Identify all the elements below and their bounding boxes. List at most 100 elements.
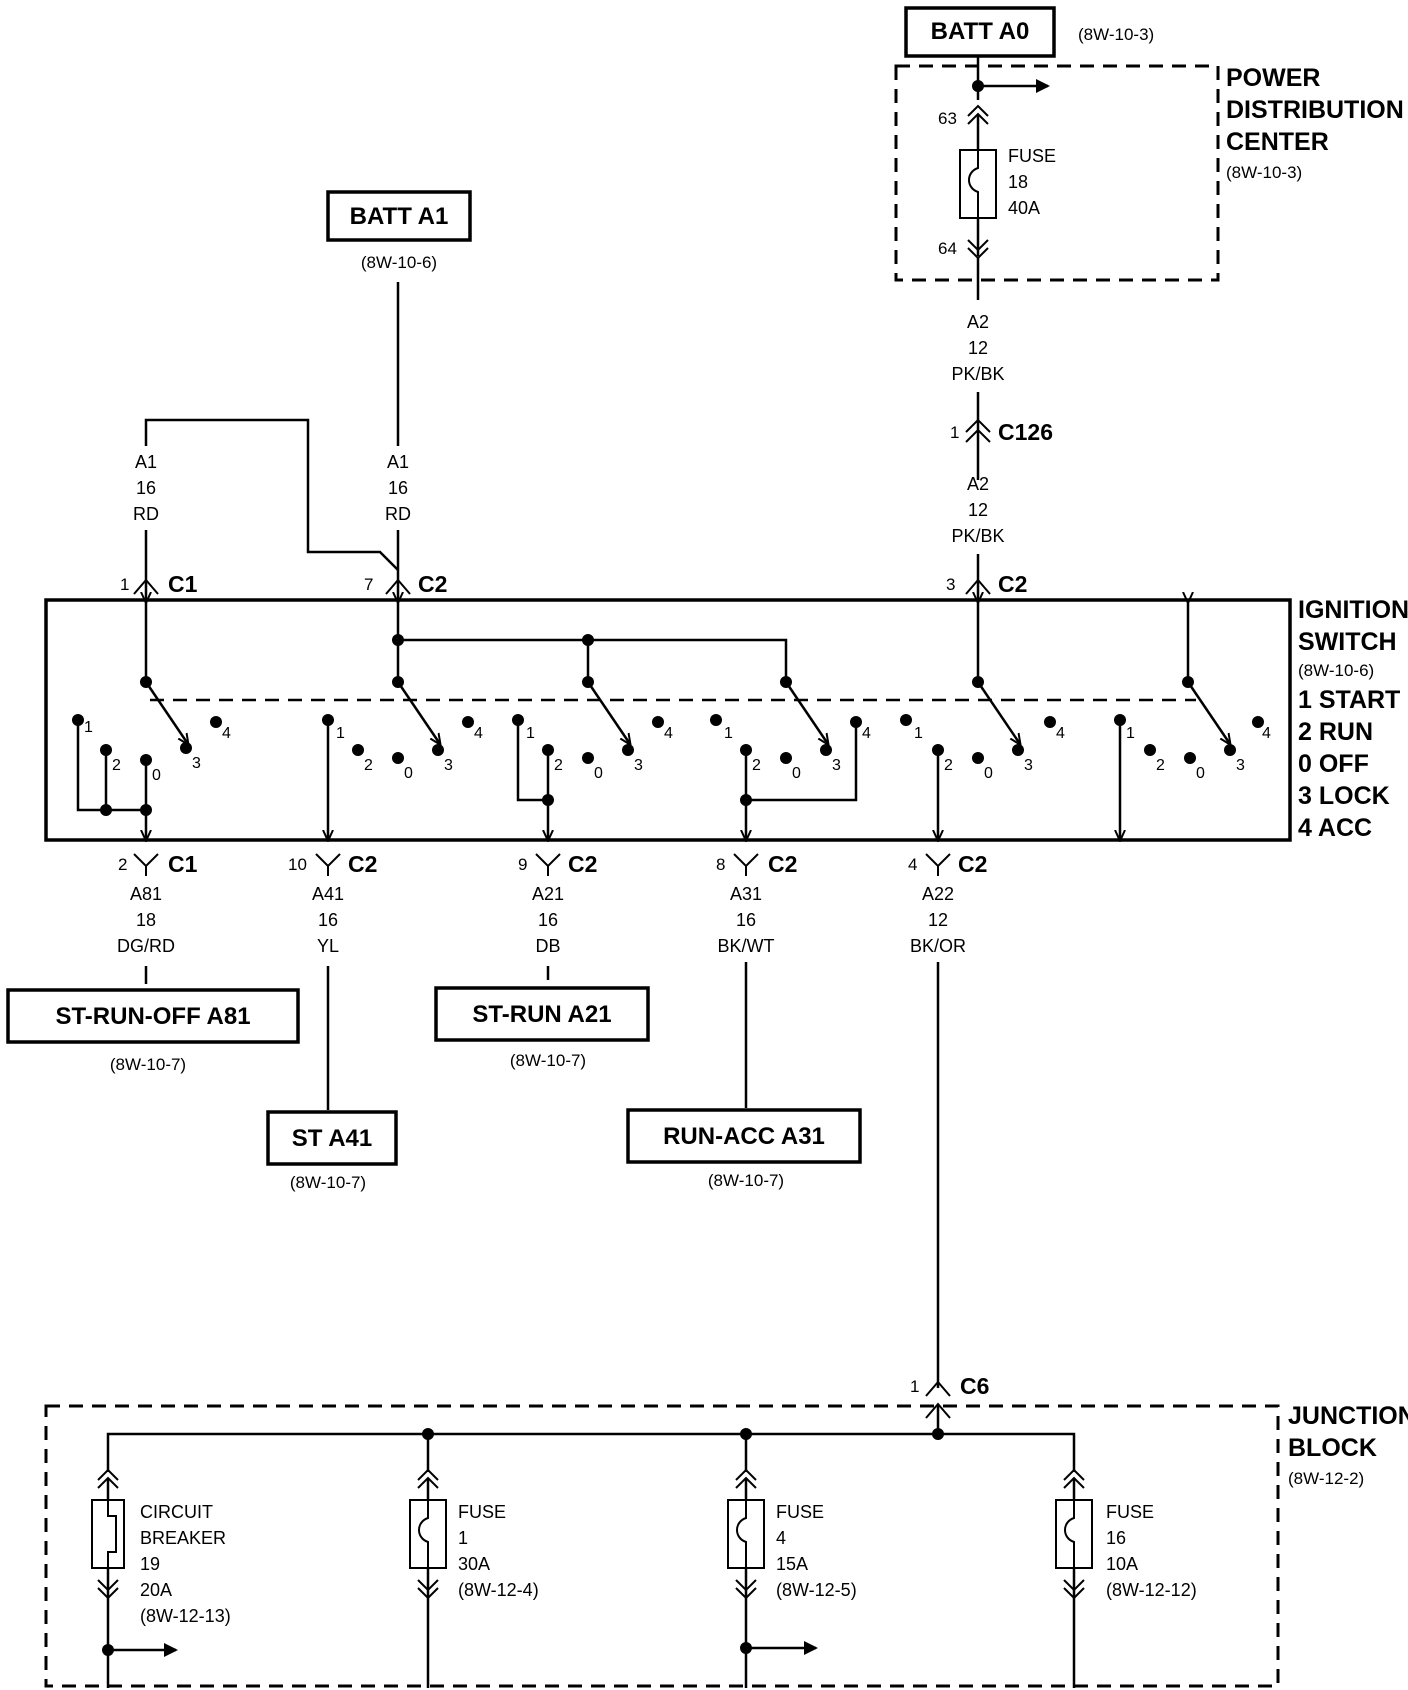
fuse-1: FUSE 1 30A (8W-12-4) — [409, 1468, 539, 1688]
svg-text:(8W-12-4): (8W-12-4) — [458, 1580, 539, 1600]
svg-text:(8W-10-7): (8W-10-7) — [110, 1055, 186, 1074]
wire-a31-label: A31 16 BK/WT — [718, 884, 775, 956]
svg-text:4: 4 — [664, 725, 673, 742]
svg-text:BLOCK: BLOCK — [1288, 1434, 1377, 1462]
svg-text:(8W-10-3): (8W-10-3) — [1078, 25, 1154, 44]
connector-bot-c2-4: 4 C2 — [908, 851, 987, 877]
svg-text:16: 16 — [318, 910, 338, 930]
svg-text:30A: 30A — [458, 1554, 490, 1574]
wire-a41-label: A41 16 YL — [312, 884, 344, 956]
svg-text:(8W-10-7): (8W-10-7) — [290, 1173, 366, 1192]
svg-text:0: 0 — [1196, 765, 1205, 782]
svg-text:C2: C2 — [768, 851, 797, 877]
junction-block: JUNCTION BLOCK (8W-12-2) — [44, 1402, 1408, 1688]
svg-text:C2: C2 — [568, 851, 597, 877]
svg-text:19: 19 — [140, 1554, 160, 1574]
connector-bot-c1-2: 2 C1 — [118, 851, 198, 877]
svg-text:0 OFF: 0 OFF — [1298, 750, 1369, 778]
svg-text:3: 3 — [634, 757, 643, 774]
svg-text:16: 16 — [538, 910, 558, 930]
svg-text:1: 1 — [1126, 725, 1135, 742]
wire-a1-left-label: A1 16 RD — [133, 452, 159, 524]
svg-text:2: 2 — [112, 757, 121, 774]
circuit-breaker-19: CIRCUIT BREAKER 19 20A (8W-12-13) — [91, 1468, 231, 1688]
svg-text:1: 1 — [336, 725, 345, 742]
svg-text:(8W-12-2): (8W-12-2) — [1288, 1469, 1364, 1488]
svg-text:C2: C2 — [958, 851, 987, 877]
switch-pole-3: 1 2 0 3 4 — [512, 676, 673, 840]
svg-text:9: 9 — [518, 855, 527, 874]
svg-text:SWITCH: SWITCH — [1298, 628, 1397, 656]
svg-text:A1: A1 — [135, 452, 157, 472]
svg-text:4: 4 — [222, 725, 231, 742]
svg-text:C2: C2 — [348, 851, 377, 877]
svg-text:YL: YL — [317, 936, 339, 956]
svg-text:(8W-10-6): (8W-10-6) — [1298, 661, 1374, 680]
svg-text:4: 4 — [1056, 725, 1065, 742]
svg-text:4: 4 — [776, 1528, 786, 1548]
connector-bot-c2-8: 8 C2 — [716, 851, 797, 877]
svg-text:12: 12 — [968, 338, 988, 358]
svg-text:ST-RUN-OFF A81: ST-RUN-OFF A81 — [55, 1003, 250, 1030]
fuse-16: FUSE 16 10A (8W-12-12) — [1055, 1468, 1197, 1688]
fuse-4: FUSE 4 15A (8W-12-5) — [727, 1468, 857, 1688]
pdc-fuse-18: 63 FUSE 18 40A 64 — [938, 56, 1056, 300]
svg-text:A41: A41 — [312, 884, 344, 904]
svg-text:12: 12 — [968, 500, 988, 520]
svg-text:1: 1 — [724, 725, 733, 742]
svg-text:C126: C126 — [998, 419, 1053, 445]
svg-text:1: 1 — [950, 423, 959, 442]
svg-text:C2: C2 — [418, 571, 447, 597]
svg-text:3: 3 — [946, 575, 955, 594]
svg-text:RD: RD — [133, 504, 159, 524]
dest-st-a41: ST A41 (8W-10-7) — [266, 1110, 398, 1192]
svg-text:40A: 40A — [1008, 198, 1040, 218]
svg-text:BATT A0: BATT A0 — [931, 18, 1030, 45]
ignition-switch: IGNITION SWITCH (8W-10-6) 1 START 2 RUN … — [44, 596, 1408, 842]
svg-text:A31: A31 — [730, 884, 762, 904]
svg-text:2: 2 — [554, 757, 563, 774]
wire-a2-upper-label: A2 12 PK/BK — [951, 312, 1004, 384]
svg-text:PK/BK: PK/BK — [951, 364, 1004, 384]
svg-text:A81: A81 — [130, 884, 162, 904]
connector-top-c2-7: 7 C2 — [364, 571, 447, 597]
dest-st-run-a21: ST-RUN A21 (8W-10-7) — [434, 986, 650, 1070]
svg-text:IGNITION: IGNITION — [1298, 596, 1408, 624]
svg-text:0: 0 — [152, 767, 161, 784]
svg-text:4: 4 — [474, 725, 483, 742]
svg-text:16: 16 — [136, 478, 156, 498]
svg-text:POWER: POWER — [1226, 64, 1320, 92]
svg-text:8: 8 — [716, 855, 725, 874]
connector-c6: 1 C6 — [910, 1373, 989, 1419]
svg-text:2: 2 — [118, 855, 127, 874]
svg-text:4 ACC: 4 ACC — [1298, 814, 1372, 842]
switch-pole-6: 1 2 0 3 4 — [1114, 602, 1271, 840]
svg-text:1: 1 — [120, 575, 129, 594]
svg-text:3 LOCK: 3 LOCK — [1298, 782, 1390, 810]
svg-text:10A: 10A — [1106, 1554, 1138, 1574]
svg-text:3: 3 — [192, 755, 201, 772]
svg-text:BK/OR: BK/OR — [910, 936, 966, 956]
switch-bus-c2-7 — [392, 602, 788, 682]
svg-text:2 RUN: 2 RUN — [1298, 718, 1373, 746]
svg-text:63: 63 — [938, 109, 957, 128]
svg-text:PK/BK: PK/BK — [951, 526, 1004, 546]
svg-text:A1: A1 — [387, 452, 409, 472]
svg-text:16: 16 — [736, 910, 756, 930]
dest-st-run-off-a81: ST-RUN-OFF A81 (8W-10-7) — [6, 988, 300, 1074]
svg-text:1: 1 — [914, 725, 923, 742]
svg-text:CIRCUIT: CIRCUIT — [140, 1502, 213, 1522]
power-distribution-center: POWER DISTRIBUTION CENTER (8W-10-3) — [894, 64, 1404, 282]
svg-text:64: 64 — [938, 239, 957, 258]
svg-text:15A: 15A — [776, 1554, 808, 1574]
svg-text:A21: A21 — [532, 884, 564, 904]
svg-text:A2: A2 — [967, 474, 989, 494]
svg-text:A22: A22 — [922, 884, 954, 904]
svg-text:DB: DB — [535, 936, 560, 956]
svg-text:(8W-12-13): (8W-12-13) — [140, 1606, 231, 1626]
svg-text:1: 1 — [458, 1528, 468, 1548]
batt-a1-box: BATT A1 (8W-10-6) — [326, 190, 472, 272]
svg-text:0: 0 — [792, 765, 801, 782]
svg-text:3: 3 — [1236, 757, 1245, 774]
